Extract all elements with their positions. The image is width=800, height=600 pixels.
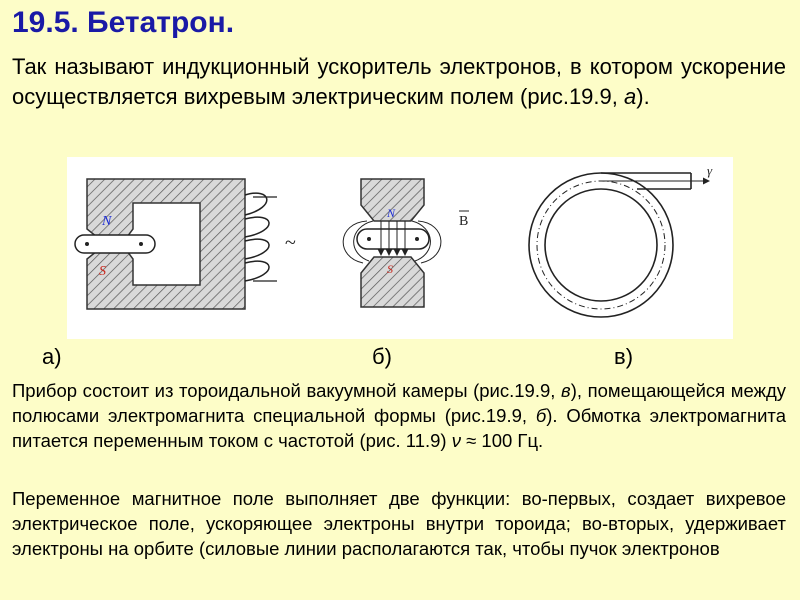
intro-text-end: ). xyxy=(636,84,650,109)
diagram-c-toroid: γ xyxy=(528,163,713,318)
diagram-b-pole-pieces: N S B xyxy=(342,178,469,308)
p1-text-3: ). Обмотка электромагнита питается перем… xyxy=(12,405,786,451)
p1-text-4: ≈ 100 Гц. xyxy=(460,430,544,451)
intro-figure-ref: а xyxy=(624,84,637,109)
pole-north-a: N xyxy=(101,214,112,229)
paragraph-field-functions: Переменное магнитное поле выполняет две … xyxy=(12,488,786,559)
p1-nu-symbol: ν xyxy=(451,430,461,451)
intro-text: Так называют индукционный ускоритель эле… xyxy=(12,54,786,109)
pole-south-a: S xyxy=(99,264,106,279)
diagram-a-electromagnet: N S ~ xyxy=(74,178,296,310)
figure-label-a: а) xyxy=(42,344,62,369)
gamma-label: γ xyxy=(707,163,713,178)
p1-text-1: Прибор состоит из тороидальной вакуумной… xyxy=(12,380,562,401)
p1-text-2: ), помещающейся между полюсами электрома… xyxy=(12,380,786,426)
figure-label-b: б) xyxy=(372,344,392,369)
pole-north-b: N xyxy=(386,206,396,220)
p1-ref-c: в xyxy=(561,380,571,401)
page-title: 19.5. Бетатрон. xyxy=(12,6,235,39)
field-vector-label: B xyxy=(459,214,468,229)
paragraph-device: Прибор состоит из тороидальной вакуумной… xyxy=(12,378,786,453)
intro-paragraph: Так называют индукционный ускоритель эле… xyxy=(12,52,786,112)
ac-symbol: ~ xyxy=(285,232,296,254)
p1-ref-b: б xyxy=(535,405,547,426)
betatron-figure: N S ~ N S B xyxy=(67,157,733,339)
figure-label-c: в) xyxy=(614,344,634,369)
pole-south-b: S xyxy=(387,262,393,276)
